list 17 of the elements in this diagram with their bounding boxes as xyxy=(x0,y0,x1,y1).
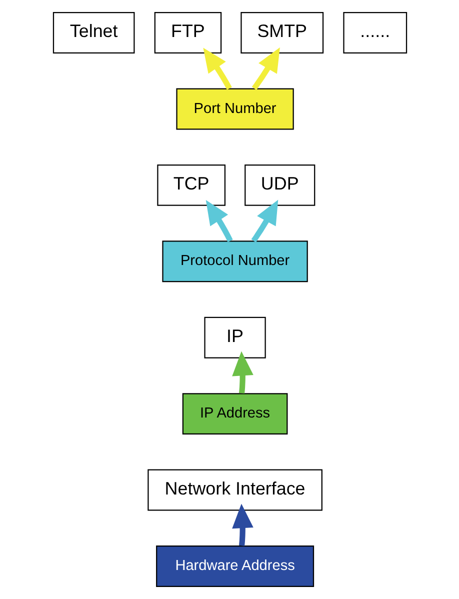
node-box: Hardware Address xyxy=(156,546,314,587)
node-box: Protocol Number xyxy=(162,240,308,282)
arrow xyxy=(205,200,232,242)
node-box: Telnet xyxy=(52,12,134,54)
node-box: Port Number xyxy=(176,88,294,130)
arrow xyxy=(232,351,253,394)
node-box: TCP xyxy=(156,164,226,206)
node-box: FTP xyxy=(154,12,222,54)
node-box: SMTP xyxy=(240,12,324,54)
node-box: IP xyxy=(204,316,266,358)
arrow xyxy=(202,48,232,90)
node-box: UDP xyxy=(244,164,315,206)
arrow xyxy=(232,504,253,546)
arrow xyxy=(250,200,278,242)
node-box: IP Address xyxy=(182,393,288,435)
node-box: ...... xyxy=(342,12,407,54)
node-box: Network Interface xyxy=(147,469,322,511)
